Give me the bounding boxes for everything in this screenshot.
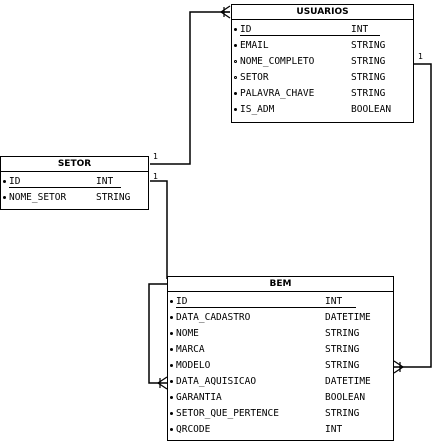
- required-marker-icon: [170, 348, 173, 351]
- cardinality-setor-usuarios: 1: [153, 152, 159, 161]
- connector-usuarios-bem: [394, 63, 432, 368]
- attribute-type: DATETIME: [325, 376, 371, 387]
- entity-usuarios[interactable]: USUARIOS ID INT EMAIL STRING NOME_COMPLETO ST…: [231, 4, 414, 123]
- attribute-type: STRING: [325, 328, 360, 339]
- attribute-name: DATA_CADASTRO: [176, 312, 251, 323]
- required-marker-icon: [170, 380, 173, 383]
- attribute-row: ID INT: [232, 22, 413, 38]
- attribute-type: STRING: [351, 88, 386, 99]
- attribute-row: SETOR_QUE_PERTENCE STRING: [168, 406, 393, 422]
- attribute-name: SETOR_QUE_PERTENCE: [176, 408, 279, 419]
- attribute-name: IS_ADM: [240, 104, 275, 115]
- connector-bem-loop: [148, 283, 167, 384]
- attribute-row: NOME_COMPLETO STRING: [232, 54, 413, 70]
- attribute-row: NOME_SETOR STRING: [1, 190, 148, 206]
- attribute-name: NOME_SETOR: [9, 192, 67, 203]
- attribute-name: EMAIL: [240, 40, 269, 51]
- crowfoot-usuarios: [220, 5, 231, 19]
- attribute-type: STRING: [325, 408, 360, 419]
- attribute-name: PALAVRA_CHAVE: [240, 88, 315, 99]
- attribute-row: NOME STRING: [168, 326, 393, 342]
- required-marker-icon: [3, 180, 6, 183]
- connector-setor-bem: [150, 180, 168, 279]
- attribute-row: PALAVRA_CHAVE STRING: [232, 86, 413, 102]
- cardinality-usuarios-bem: 1: [418, 52, 424, 61]
- attribute-type: BOOLEAN: [351, 104, 392, 115]
- attribute-name: ID: [240, 24, 252, 35]
- cardinality-setor-bem: 1: [153, 172, 159, 181]
- optional-marker-icon: [234, 76, 237, 79]
- attribute-name: MARCA: [176, 344, 205, 355]
- attribute-row: QRCODE INT: [168, 422, 393, 438]
- required-marker-icon: [234, 44, 237, 47]
- attribute-name: SETOR: [240, 72, 269, 83]
- primary-key-underline: [176, 307, 356, 308]
- attribute-type: INT: [325, 296, 343, 307]
- attribute-type: INT: [351, 24, 369, 35]
- attribute-row: IS_ADM BOOLEAN: [232, 102, 413, 118]
- required-marker-icon: [234, 28, 237, 31]
- attribute-row: EMAIL STRING: [232, 38, 413, 54]
- attribute-row: DATA_AQUISICAO DATETIME: [168, 374, 393, 390]
- attribute-name: MODELO: [176, 360, 211, 371]
- attribute-name: QRCODE: [176, 424, 211, 435]
- required-marker-icon: [234, 108, 237, 111]
- attribute-row: DATA_CADASTRO DATETIME: [168, 310, 393, 326]
- entity-setor[interactable]: SETOR ID INT NOME_SETOR STRING: [0, 156, 149, 210]
- entity-title-bem: BEM: [168, 277, 393, 292]
- attribute-type: DATETIME: [325, 312, 371, 323]
- attribute-name: ID: [176, 296, 188, 307]
- attribute-row: ID INT: [1, 174, 148, 190]
- attribute-row: MODELO STRING: [168, 358, 393, 374]
- entity-title-usuarios: USUARIOS: [232, 5, 413, 20]
- attribute-row: ID INT: [168, 294, 393, 310]
- crowfoot-bem-right: [393, 360, 404, 374]
- required-marker-icon: [3, 196, 6, 199]
- attribute-name: ID: [9, 176, 21, 187]
- attribute-name: DATA_AQUISICAO: [176, 376, 257, 387]
- required-marker-icon: [170, 428, 173, 431]
- optional-marker-icon: [234, 60, 237, 63]
- attribute-type: STRING: [351, 72, 386, 83]
- required-marker-icon: [170, 412, 173, 415]
- required-marker-icon: [170, 300, 173, 303]
- attribute-list-setor: ID INT NOME_SETOR STRING: [1, 172, 148, 206]
- required-marker-icon: [170, 364, 173, 367]
- attribute-type: STRING: [325, 344, 360, 355]
- attribute-type: STRING: [351, 56, 386, 67]
- primary-key-underline: [9, 187, 121, 188]
- required-marker-icon: [170, 316, 173, 319]
- required-marker-icon: [234, 92, 237, 95]
- attribute-type: STRING: [351, 40, 386, 51]
- crowfoot-bem-left: [157, 376, 168, 390]
- attribute-row: SETOR STRING: [232, 70, 413, 86]
- attribute-type: STRING: [96, 192, 131, 203]
- required-marker-icon: [170, 332, 173, 335]
- attribute-name: GARANTIA: [176, 392, 222, 403]
- required-marker-icon: [170, 396, 173, 399]
- attribute-type: BOOLEAN: [325, 392, 366, 403]
- attribute-name: NOME: [176, 328, 199, 339]
- entity-bem[interactable]: BEM ID INT DATA_CADASTRO DATETIME NOME STRING…: [167, 276, 394, 441]
- attribute-type: INT: [96, 176, 114, 187]
- primary-key-underline: [240, 35, 380, 36]
- attribute-name: NOME_COMPLETO: [240, 56, 315, 67]
- attribute-type: INT: [325, 424, 343, 435]
- attribute-row: MARCA STRING: [168, 342, 393, 358]
- connector-setor-usuarios: [150, 11, 230, 165]
- attribute-row: GARANTIA BOOLEAN: [168, 390, 393, 406]
- attribute-type: STRING: [325, 360, 360, 371]
- entity-title-setor: SETOR: [1, 157, 148, 172]
